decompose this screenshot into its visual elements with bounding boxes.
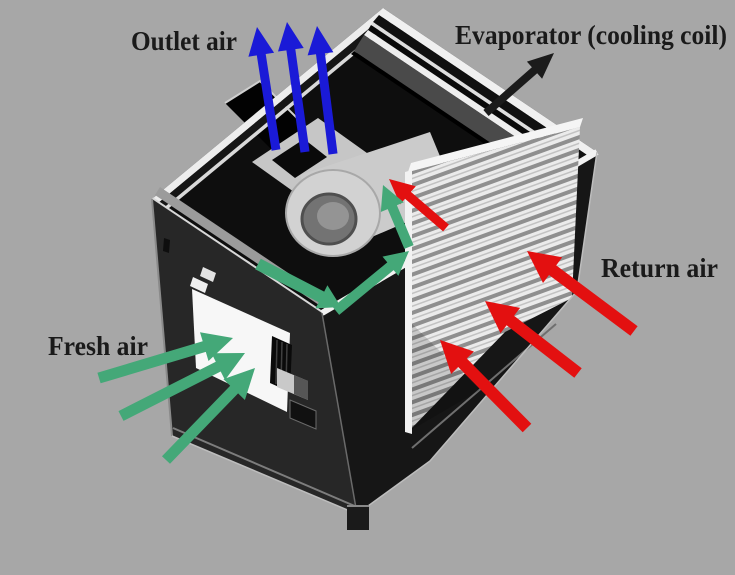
- front-face-latch: [163, 238, 170, 253]
- fresh-arrow-3: [162, 368, 255, 464]
- fresh-arrow-1: [97, 332, 234, 384]
- fresh-arrow-mixing-3: [380, 185, 414, 249]
- evaporator-label: Evaporator (cooling coil): [455, 20, 727, 50]
- return-arrow-2: [485, 301, 582, 378]
- back-left-rim-inner: [161, 19, 394, 213]
- outlet-arrow-1: [248, 27, 281, 151]
- ahu-unit: [150, 8, 599, 530]
- outlet-arrow-2: [278, 22, 310, 153]
- fresh-air-label: Fresh air: [48, 331, 148, 361]
- flow-labels: Outlet air Evaporator (cooling coil) Retur…: [48, 20, 727, 361]
- front-corner-edge: [321, 312, 358, 515]
- unit-foot: [347, 506, 369, 530]
- front-base-seam: [172, 427, 358, 508]
- damper-actuator-side: [294, 375, 308, 400]
- junction-box: [289, 399, 317, 430]
- outlet-arrow-3: [307, 26, 338, 155]
- return-air-label: Return air: [601, 253, 718, 283]
- grille-slat: [275, 339, 278, 385]
- fresh-arrow-mixing-2: [332, 251, 409, 315]
- return-arrow-mixing: [389, 179, 449, 232]
- fan-hub: [317, 202, 349, 230]
- coil-shading: [408, 320, 480, 432]
- coil-left-edge: [405, 170, 412, 434]
- return-arrow-3: [440, 340, 532, 433]
- airflow-arrows: [97, 22, 638, 464]
- inlet-step-2: [200, 267, 216, 282]
- evaporator-arrow: [483, 53, 554, 116]
- fresh-air-inlet-panel: [192, 289, 290, 412]
- silhouette-highlight: [171, 151, 598, 515]
- return-arrow-1: [527, 251, 638, 336]
- inlet-step-1: [190, 277, 208, 293]
- coil-top-cap: [408, 118, 583, 172]
- back-right-rim-outer: [379, 8, 597, 159]
- back-right-rim-gap: [373, 15, 593, 166]
- fresh-arrow-mixing-1: [255, 258, 341, 309]
- outlet-duct-opening: [272, 139, 327, 178]
- fresh-arrow-2: [118, 353, 245, 421]
- outlet-air-label: Outlet air: [131, 26, 237, 56]
